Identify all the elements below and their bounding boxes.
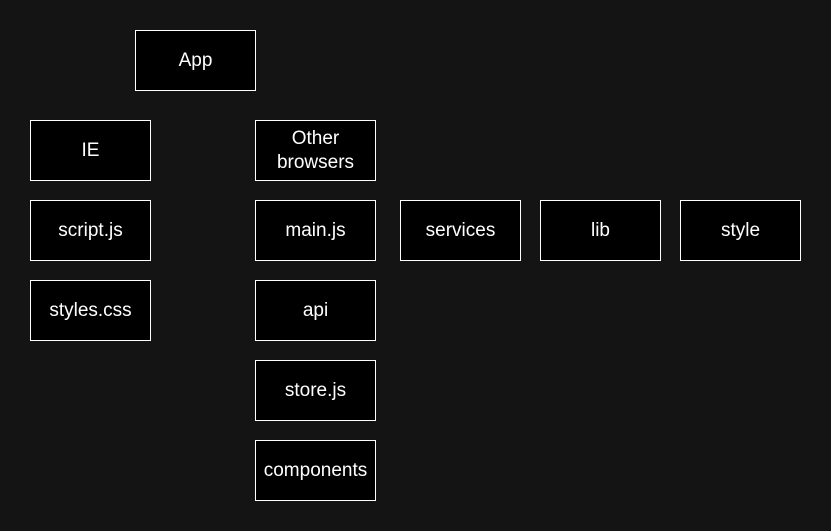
node-main-js: main.js bbox=[255, 200, 376, 261]
node-store-js-label: store.js bbox=[284, 379, 347, 401]
node-api: api bbox=[255, 280, 376, 341]
node-styles-css-label: styles.css bbox=[49, 299, 132, 321]
node-script-js: script.js bbox=[30, 200, 151, 261]
node-other-browsers-label: Other browsers bbox=[276, 127, 355, 173]
node-api-label: api bbox=[302, 299, 329, 321]
node-components: components bbox=[255, 440, 376, 501]
node-services-label: services bbox=[425, 219, 496, 241]
node-script-js-label: script.js bbox=[58, 219, 123, 241]
node-main-js-label: main.js bbox=[285, 219, 346, 241]
node-services: services bbox=[400, 200, 521, 261]
node-other-browsers: Other browsers bbox=[255, 120, 376, 181]
node-lib-label: lib bbox=[590, 219, 610, 241]
node-style-label: style bbox=[720, 219, 761, 241]
node-app-label: App bbox=[178, 49, 213, 71]
node-styles-css: styles.css bbox=[30, 280, 151, 341]
node-ie-label: IE bbox=[81, 139, 100, 161]
node-app: App bbox=[135, 30, 256, 91]
node-style: style bbox=[680, 200, 801, 261]
node-ie: IE bbox=[30, 120, 151, 181]
node-lib: lib bbox=[540, 200, 661, 261]
node-components-label: components bbox=[263, 459, 368, 481]
node-store-js: store.js bbox=[255, 360, 376, 421]
